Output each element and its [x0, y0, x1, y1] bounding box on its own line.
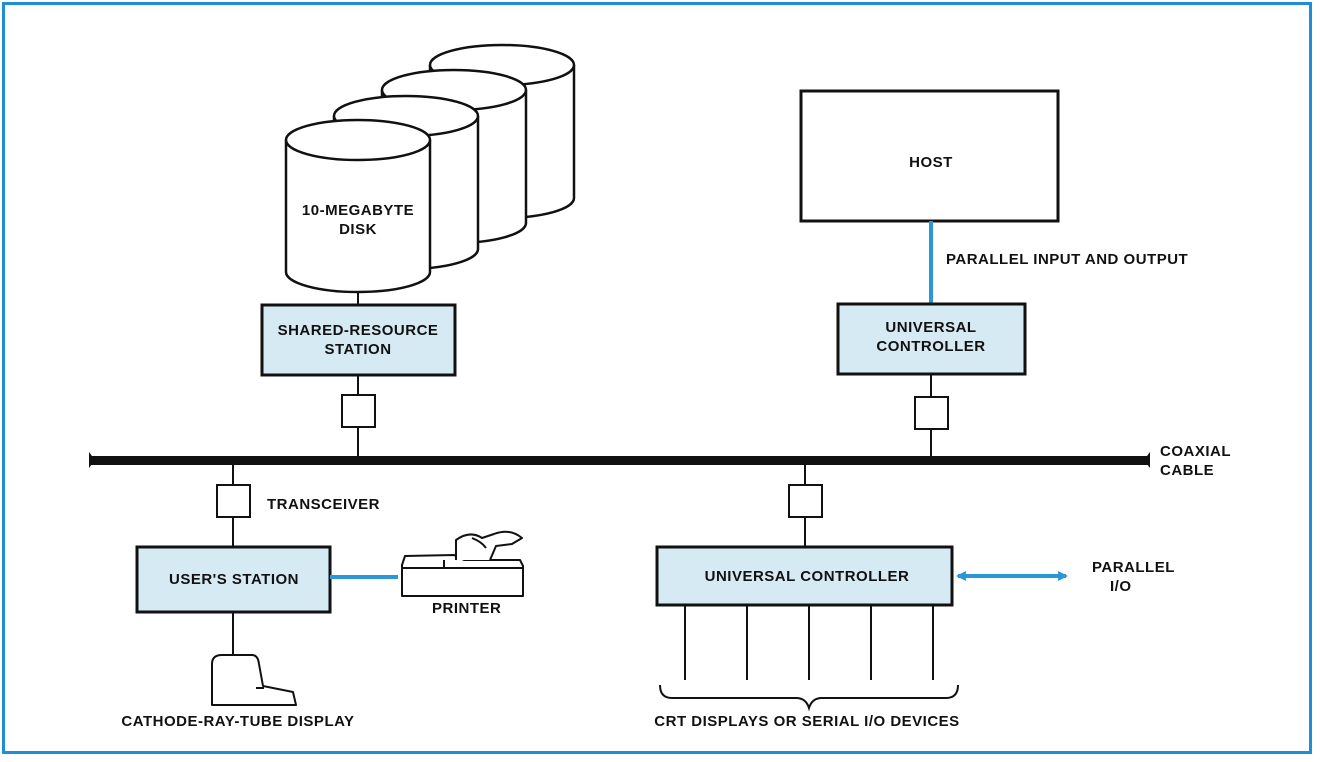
- transceiver-label: TRANSCEIVER: [267, 496, 380, 513]
- parallel-io-label-line2: I/O: [1110, 578, 1132, 595]
- shared-resource-station: [260, 303, 457, 377]
- host-box: [799, 89, 1060, 223]
- crt-display-icon: [211, 654, 297, 706]
- host-controller-label-line2: CONTROLLER: [876, 338, 985, 355]
- host-controller-label-line1: UNIVERSAL: [885, 319, 976, 336]
- shared-station-label-line2: STATION: [324, 341, 391, 358]
- disk-label-line1: 10-MEGABYTE: [302, 202, 414, 219]
- serial-devices-label: CRT DISPLAYS OR SERIAL I/O DEVICES: [654, 713, 959, 730]
- device-controller-label: UNIVERSAL CONTROLLER: [705, 568, 910, 585]
- diagram-frame: [2, 2, 1312, 754]
- cable-end-right: [1144, 452, 1150, 468]
- device-controller-transceiver: [788, 484, 823, 518]
- parallel-input-output-label: PARALLEL INPUT AND OUTPUT: [946, 251, 1188, 268]
- host-universal-controller: [836, 302, 1027, 376]
- shared-station-label-line1: SHARED-RESOURCE: [278, 322, 439, 339]
- disk-stack-icon: [284, 43, 576, 294]
- devices-brace: [659, 684, 959, 712]
- device-universal-controller: [655, 545, 954, 607]
- coaxial-cable: [89, 456, 1150, 465]
- shared-station-transceiver: [341, 394, 376, 428]
- users-station: [135, 545, 332, 614]
- coaxial-cable-label-line2: CABLE: [1160, 462, 1214, 479]
- parallel-io-label-line1: PARALLEL: [1092, 559, 1175, 576]
- serial-device-lines: [684, 605, 934, 680]
- printer-icon: [401, 530, 524, 597]
- users-station-label: USER'S STATION: [169, 571, 299, 588]
- coaxial-cable-label-line1: COAXIAL: [1160, 443, 1231, 460]
- crt-label: CATHODE-RAY-TUBE DISPLAY: [121, 713, 354, 730]
- host-transceiver: [914, 396, 949, 430]
- printer-label: PRINTER: [432, 600, 501, 617]
- host-label: HOST: [909, 154, 953, 171]
- cable-end-left: [89, 452, 95, 468]
- user-transceiver: [216, 484, 251, 518]
- disk-label-line2: DISK: [339, 221, 377, 238]
